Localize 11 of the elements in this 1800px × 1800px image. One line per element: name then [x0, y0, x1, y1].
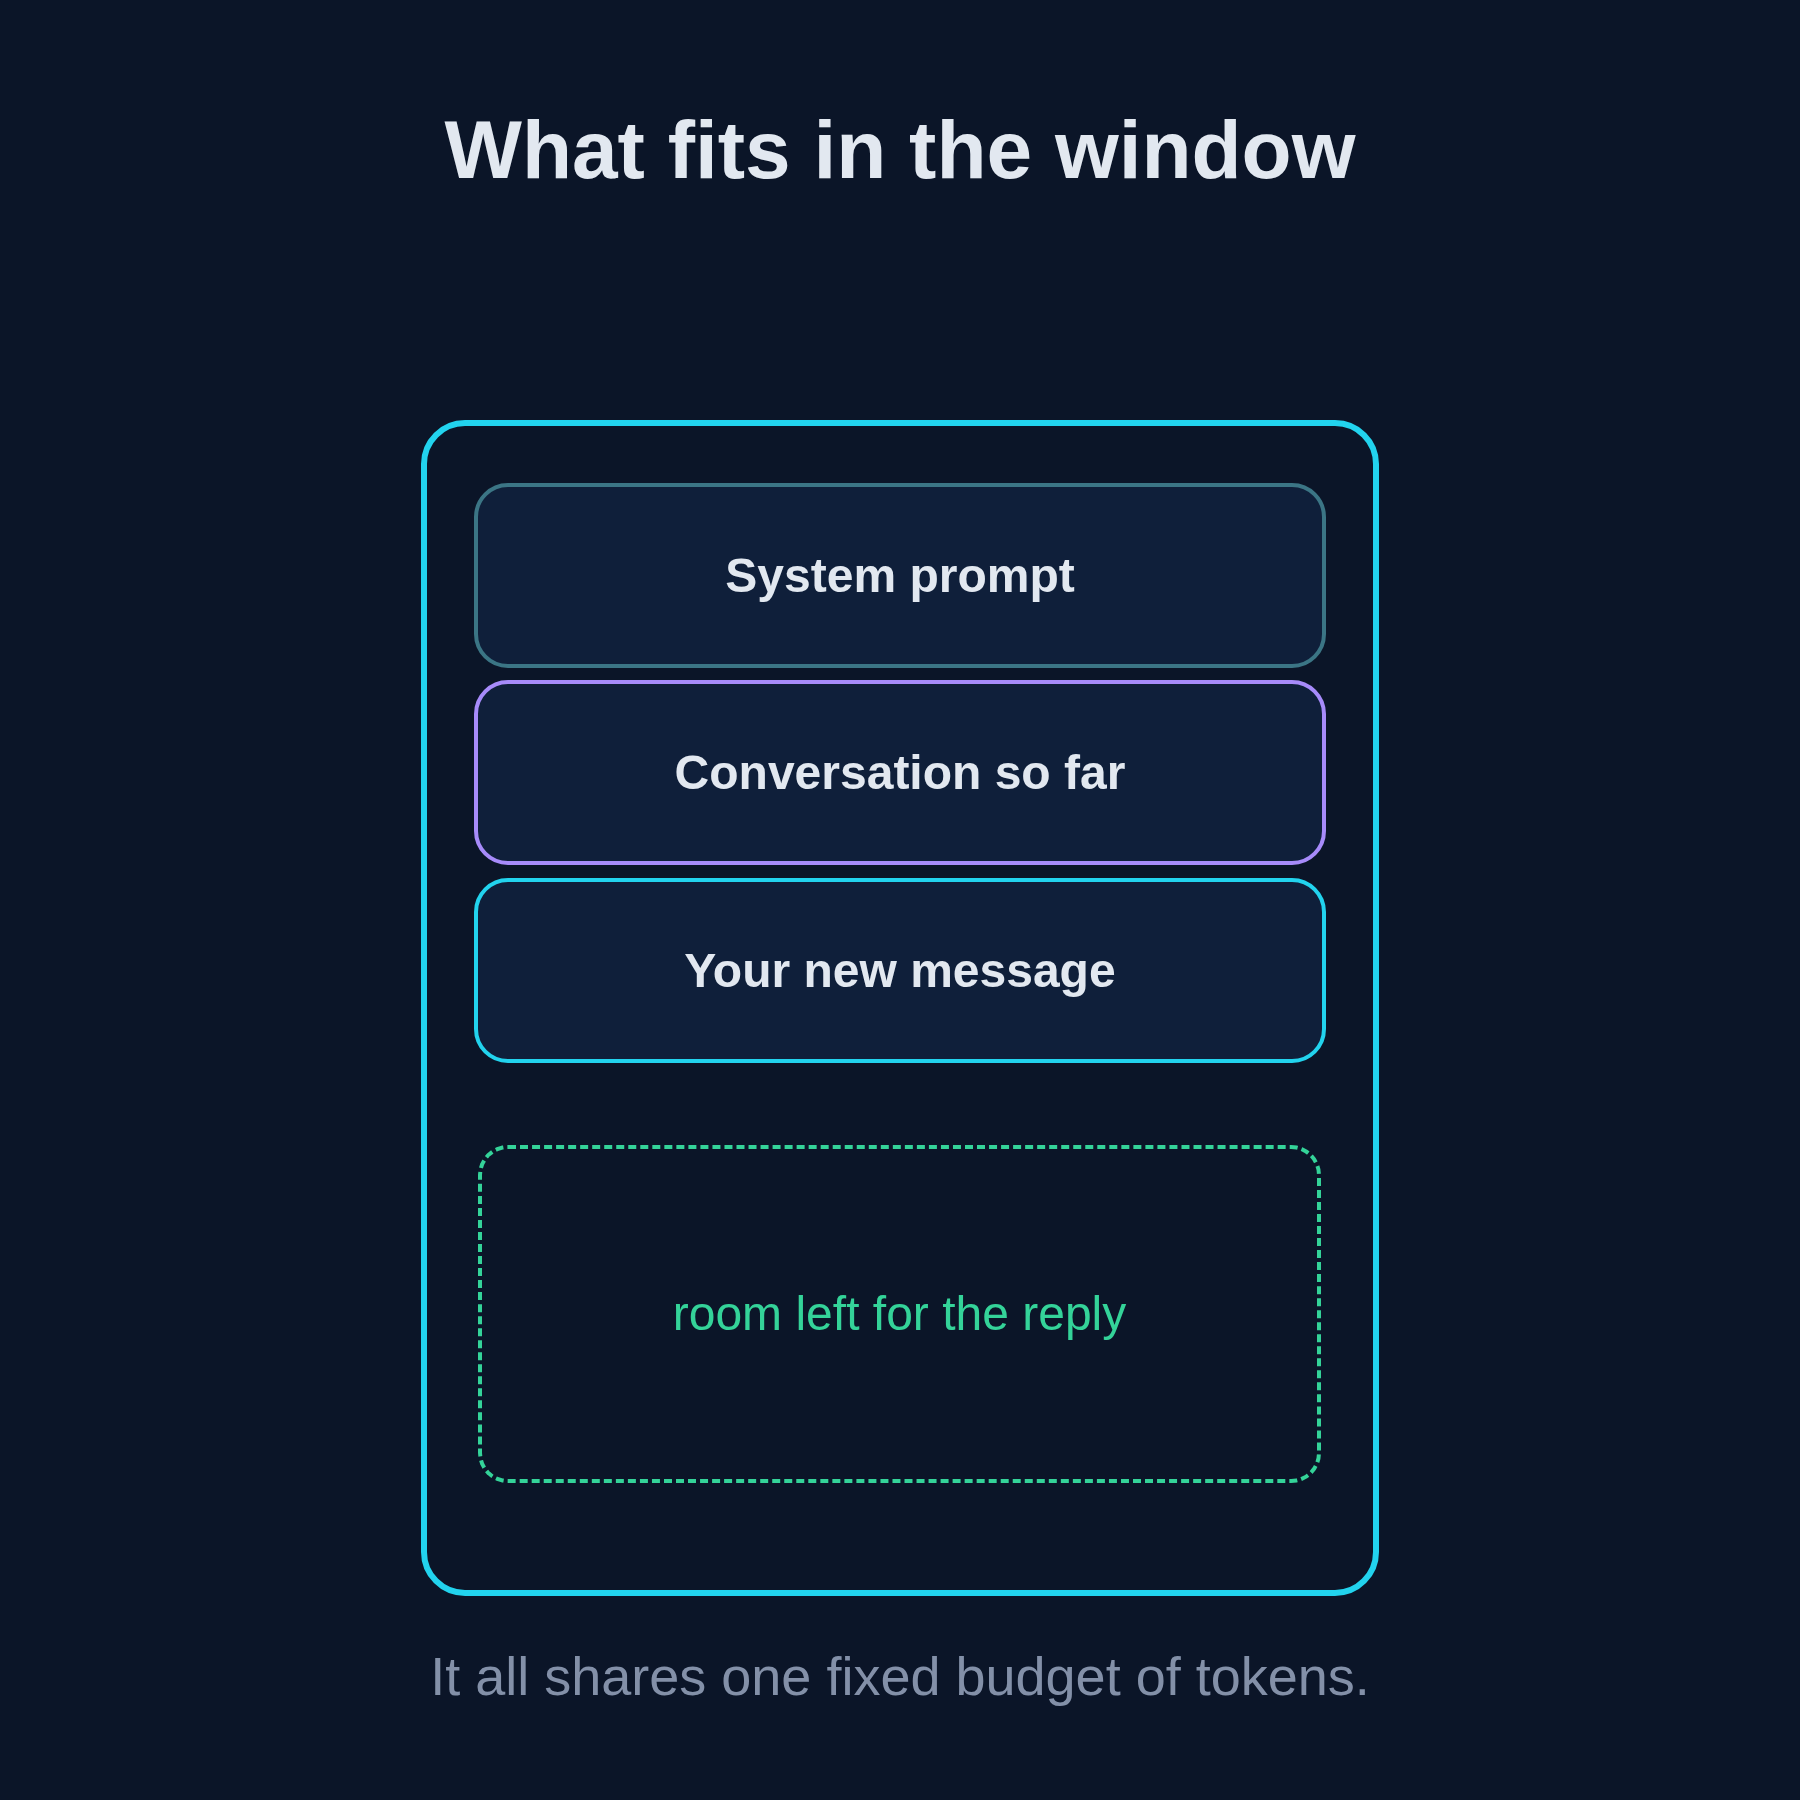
message-box	[474, 878, 1326, 1063]
box-label: room left for the reply	[672, 1286, 1127, 1342]
box-label: System prompt	[725, 547, 1075, 604]
title: What fits in the window	[443, 103, 1357, 197]
context-window-frame	[421, 420, 1379, 1596]
box-label: Your new message	[684, 942, 1116, 999]
caption: It all shares one fixed budget of tokens.	[429, 1645, 1371, 1708]
reply-space-box	[478, 1145, 1321, 1483]
box-label: Conversation so far	[674, 744, 1126, 801]
conversation-box	[474, 680, 1326, 865]
system-prompt-box	[474, 483, 1326, 668]
